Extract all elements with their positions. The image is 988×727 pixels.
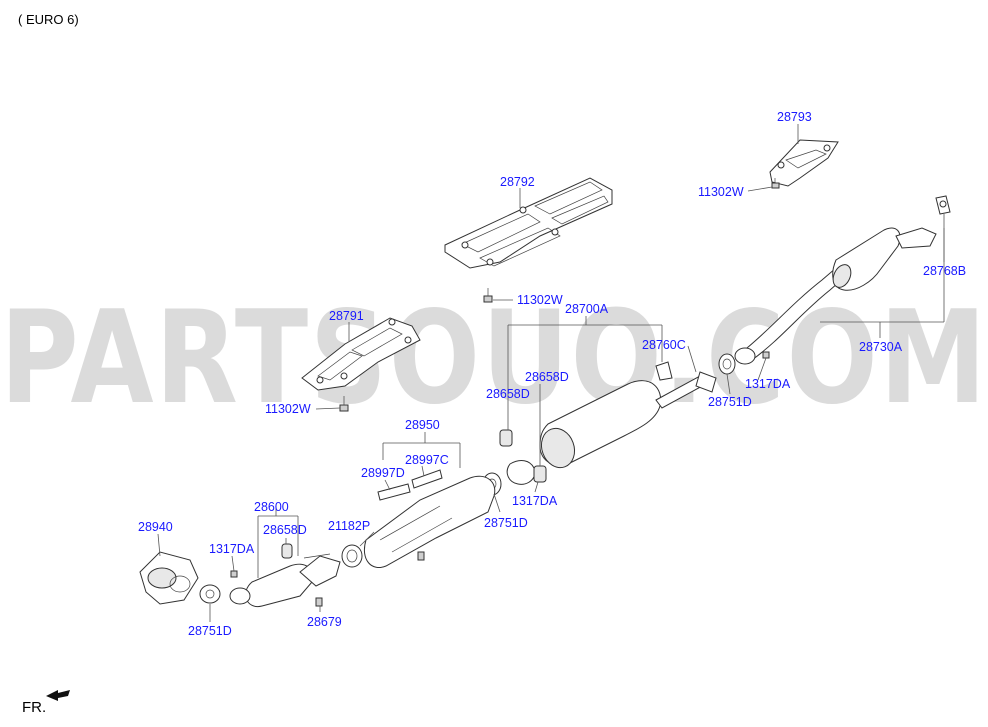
gasket-28751d-c-drawing	[199, 584, 221, 604]
bolt-11302w-b-drawing	[483, 288, 493, 303]
part-label-28658d-a[interactable]: 28658D	[525, 370, 569, 384]
heat-shield-28793-drawing	[769, 139, 839, 187]
center-muffler-28700a-drawing	[506, 371, 717, 485]
part-label-28600[interactable]: 28600	[254, 500, 289, 514]
under-cover-28791-drawing	[301, 317, 421, 391]
hanger-28768b-drawing	[935, 195, 951, 215]
nut-1317da-a-drawing	[762, 351, 770, 359]
part-label-28997d[interactable]: 28997D	[361, 466, 405, 480]
part-label-28792[interactable]: 28792	[500, 175, 535, 189]
gasket-21182p-drawing	[341, 544, 363, 568]
leader-lines	[157, 124, 945, 622]
hanger-28760c-drawing	[655, 361, 673, 381]
part-label-28768b[interactable]: 28768B	[923, 264, 966, 278]
part-label-28679[interactable]: 28679	[307, 615, 342, 629]
part-label-11302w-a[interactable]: 11302W	[698, 185, 744, 199]
hanger-rubber-28658d-a-drawing	[499, 429, 513, 447]
part-label-28751d-b[interactable]: 28751D	[484, 516, 528, 530]
hanger-rubber-28658d-b-drawing	[533, 465, 547, 483]
manifold-catalyst-28940-drawing	[139, 551, 199, 605]
bolt-11302w-a-drawing	[771, 178, 780, 189]
diagram-header: ( EURO 6)	[18, 12, 79, 27]
part-label-28760c[interactable]: 28760C	[642, 338, 686, 352]
under-cover-28792-drawing	[444, 177, 613, 269]
part-label-1317da-b[interactable]: 1317DA	[512, 494, 558, 508]
front-direction-label: FR.	[22, 699, 46, 716]
nut-1317da-c-drawing	[230, 570, 238, 578]
gasket-28751d-a-drawing	[718, 353, 736, 375]
part-label-28658d-b[interactable]: 28658D	[486, 387, 530, 401]
part-label-21182p[interactable]: 21182P	[328, 519, 370, 533]
part-label-28730a[interactable]: 28730A	[859, 340, 903, 354]
front-direction-arrow	[46, 690, 70, 701]
bolt-28679-drawing	[315, 597, 323, 607]
part-label-11302w-c[interactable]: 11302W	[265, 402, 311, 416]
part-label-28950[interactable]: 28950	[405, 418, 440, 432]
hanger-rubber-28658d-c-drawing	[281, 543, 293, 559]
part-label-28940[interactable]: 28940	[138, 520, 173, 534]
part-label-1317da-c[interactable]: 1317DA	[209, 542, 255, 556]
rear-muffler-28730a-drawing	[734, 227, 937, 365]
part-label-28997c[interactable]: 28997C	[405, 453, 449, 467]
part-label-28658d-c[interactable]: 28658D	[263, 523, 307, 537]
watermark: PARTSOUQ.COM	[0, 284, 988, 433]
part-label-28751d-a[interactable]: 28751D	[708, 395, 752, 409]
part-label-1317da-a[interactable]: 1317DA	[745, 377, 791, 391]
front-pipe-28600-drawing	[229, 553, 341, 608]
part-label-28791[interactable]: 28791	[329, 309, 364, 323]
part-label-28700a[interactable]: 28700A	[565, 302, 609, 316]
part-label-28751d-c[interactable]: 28751D	[188, 624, 232, 638]
part-label-28793[interactable]: 28793	[777, 110, 812, 124]
part-label-11302w-b[interactable]: 11302W	[517, 293, 563, 307]
catalytic-converter-28950-drawing	[364, 469, 496, 568]
